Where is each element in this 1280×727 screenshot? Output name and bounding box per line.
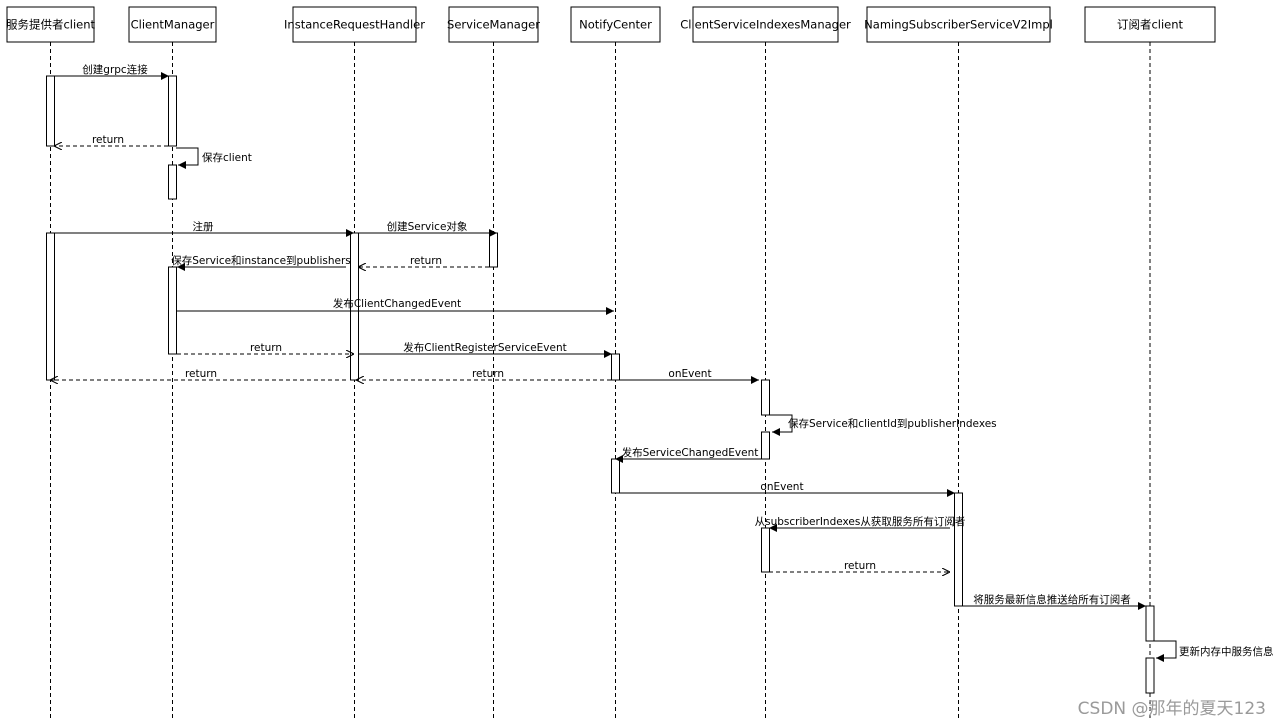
message-label: return — [185, 368, 217, 380]
message-label: 保存Service和instance到publishers — [171, 254, 350, 267]
participant-rect — [448, 6, 539, 43]
activation-bar — [611, 458, 620, 494]
participant-label: ClientServiceIndexesManager — [680, 18, 851, 32]
message-arrow: 从subscriberIndexes从获取服务所有订阅者 — [755, 515, 966, 532]
message-arrow: 保存Service和clientId到publisherIndexes — [770, 414, 997, 436]
activation-bar — [46, 232, 55, 381]
messages: 创建grpc连接 return 保存client 注册 创建Service对象 retur… — [50, 63, 1274, 662]
participant-box: 服务提供者client — [6, 6, 96, 43]
participant-label: ServiceManager — [447, 18, 540, 32]
message-label: 创建Service对象 — [387, 220, 468, 233]
participant-rect — [692, 6, 839, 43]
participants: 服务提供者client ClientManager InstanceRequestH… — [6, 6, 1216, 43]
participant-box: NamingSubscriberServiceV2Impl — [864, 6, 1053, 43]
message-arrow: 创建grpc连接 — [54, 63, 169, 80]
message-label: 保存Service和clientId到publisherIndexes — [788, 417, 997, 430]
activation-bar — [761, 379, 770, 416]
message-arrow: return — [54, 134, 168, 146]
participant-box: NotifyCenter — [570, 6, 661, 43]
participant-box: ServiceManager — [447, 6, 540, 43]
message-label: 保存client — [202, 151, 252, 164]
message-label: 发布ClientChangedEvent — [333, 297, 461, 310]
activation-bar — [954, 492, 963, 607]
participant-rect — [866, 6, 1051, 43]
message-label: 创建grpc连接 — [82, 63, 148, 76]
participant-label: NamingSubscriberServiceV2Impl — [864, 18, 1053, 32]
message-arrow: 注册 — [54, 220, 354, 237]
self-message-path — [1154, 640, 1177, 662]
activation-bars — [46, 75, 1155, 694]
activation-bar — [611, 353, 620, 381]
message-arrow: 发布ClientChangedEvent — [177, 297, 614, 315]
message-arrow: return — [177, 342, 354, 354]
message-label: 从subscriberIndexes从获取服务所有订阅者 — [755, 515, 966, 528]
message-label: 更新内存中服务信息 — [1179, 645, 1274, 658]
watermark: CSDN @那年的夏天123 — [1078, 699, 1266, 719]
participant-rect — [570, 6, 661, 43]
message-label: return — [472, 368, 504, 380]
participant-rect — [6, 6, 95, 43]
participant-box: ClientServiceIndexesManager — [680, 6, 851, 43]
participant-label: NotifyCenter — [579, 18, 652, 32]
message-arrow: 将服务最新信息推送给所有订阅者 — [962, 593, 1146, 610]
message-arrow: return — [50, 368, 346, 380]
participant-box: 订阅者client — [1084, 6, 1216, 43]
activation-bar — [761, 431, 770, 460]
message-label: onEvent — [760, 481, 803, 493]
message-label: onEvent — [668, 368, 711, 380]
participant-label: InstanceRequestHandler — [284, 18, 425, 32]
message-arrow: 创建Service对象 — [358, 220, 497, 237]
message-label: return — [92, 134, 124, 146]
activation-bar — [489, 232, 498, 268]
message-label: 发布ClientRegisterServiceEvent — [403, 341, 567, 354]
activation-bar — [761, 527, 770, 573]
activation-bar — [1145, 657, 1155, 694]
participant-label: 订阅者client — [1117, 18, 1184, 32]
activation-bar — [168, 75, 177, 147]
message-arrow: 发布ServiceChangedEvent — [615, 446, 765, 463]
message-label: return — [844, 560, 876, 572]
message-label: return — [250, 342, 282, 354]
participant-rect — [128, 6, 217, 43]
participant-rect — [292, 6, 417, 43]
message-label: 注册 — [193, 220, 214, 233]
participant-box: InstanceRequestHandler — [284, 6, 425, 43]
message-arrow: 发布ClientRegisterServiceEvent — [358, 341, 612, 358]
activation-bar — [168, 164, 177, 200]
participant-label: ClientManager — [131, 18, 215, 32]
message-arrow: 保存client — [176, 147, 252, 169]
self-message-path — [770, 414, 793, 436]
activation-bar — [168, 266, 177, 355]
activation-bar — [46, 75, 55, 147]
self-message-path — [176, 147, 199, 169]
message-arrow: 保存Service和instance到publishers — [171, 254, 351, 271]
activation-bar — [350, 232, 359, 381]
activation-bar — [1145, 605, 1155, 642]
message-label: 将服务最新信息推送给所有订阅者 — [973, 593, 1131, 606]
message-arrow: return — [769, 560, 950, 572]
message-arrow: onEvent — [620, 368, 759, 384]
participant-box: ClientManager — [128, 6, 217, 43]
message-arrow: return — [358, 255, 489, 267]
message-label: 发布ServiceChangedEvent — [622, 446, 759, 459]
message-arrow: return — [356, 368, 611, 380]
message-label: return — [410, 255, 442, 267]
message-arrow: 更新内存中服务信息 — [1154, 640, 1274, 662]
participant-rect — [1084, 6, 1216, 43]
participant-label: 服务提供者client — [6, 18, 96, 32]
message-arrow: onEvent — [620, 481, 955, 497]
